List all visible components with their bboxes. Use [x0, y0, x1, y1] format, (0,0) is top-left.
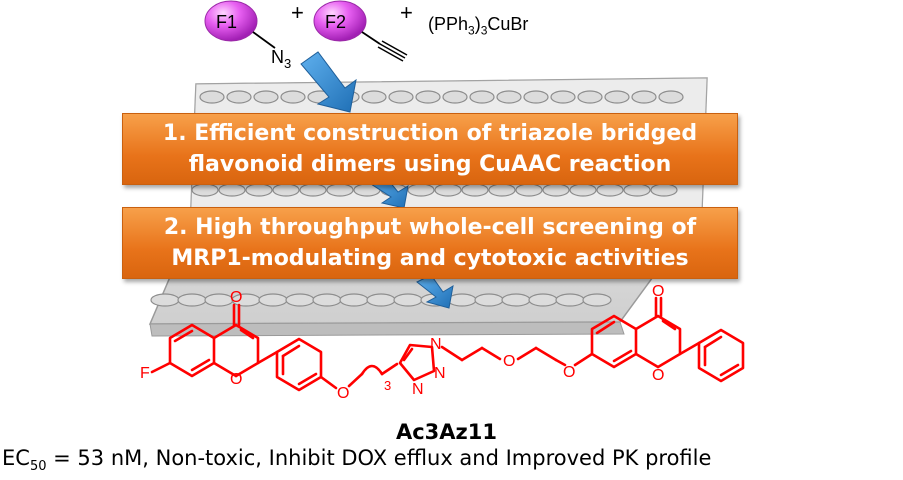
azide-group: N3 [271, 47, 291, 71]
plate-well [523, 90, 549, 104]
plate-well [199, 90, 225, 104]
plate-well [442, 90, 468, 104]
azide-bond [252, 31, 276, 49]
plate-well [388, 90, 414, 104]
atom-oxygen-right-ring: O [652, 367, 664, 384]
fragment-2-label: F2 [325, 12, 346, 32]
plus-sign-2: + [400, 0, 413, 25]
step-1-line-2: flavonoid dimers using CuAAC reaction [188, 152, 672, 177]
atom-nitrogen-2: N [434, 365, 446, 382]
plate-well [582, 293, 612, 307]
plate-well [415, 90, 441, 104]
left-c-ring [212, 323, 260, 378]
plus-sign-1: + [291, 0, 304, 25]
plate-well [604, 90, 630, 104]
step-1-line-1: 1. Efficient construction of triazole br… [162, 121, 698, 146]
alkyne-bond [361, 31, 381, 45]
plate-well [253, 90, 279, 104]
arrow-down-1 [300, 51, 357, 113]
activity-summary: EC50 = 53 nM, Non-toxic, Inhibit DOX eff… [2, 446, 712, 475]
compound-name: Ac3Az11 [395, 420, 497, 444]
plate-well [226, 90, 252, 104]
atom-fluorine: F [140, 365, 150, 382]
step-1-box: 1. Efficient construction of triazole br… [122, 113, 738, 185]
fragment-1-label: F1 [216, 12, 237, 32]
atom-oxygen-left-carbonyl: O [230, 289, 242, 306]
right-c-ring [634, 314, 682, 369]
plate-well [550, 90, 576, 104]
atom-oxygen-left-ring: O [230, 371, 242, 388]
right-a-ring [590, 314, 638, 369]
reactants-scheme: F1 N3 F2 [204, 0, 408, 71]
step-2-box: 2. High throughput whole-cell screening … [122, 207, 738, 279]
atom-oxygen-ether-3: O [563, 364, 575, 381]
plate-well [658, 90, 684, 104]
fragment-2-sphere [313, 0, 367, 42]
plate-well [631, 90, 657, 104]
atom-oxygen-ether-2: O [503, 353, 515, 370]
step-2-line-2: MRP1-modulating and cytotoxic activities [171, 246, 689, 271]
atom-oxygen-right-carbonyl: O [652, 283, 664, 300]
plate-well [469, 90, 495, 104]
triazole-ring [398, 343, 436, 382]
atom-oxygen-ether-1: O [337, 385, 349, 402]
step-2-line-1: 2. High throughput whole-cell screening … [163, 215, 697, 240]
plate-well [496, 90, 522, 104]
right-phenyl-ring [697, 328, 745, 383]
alkyne-triple-bond [377, 40, 408, 62]
copper-reagent: (PPh3)3CuBr [428, 14, 529, 38]
left-a-ring [168, 323, 216, 378]
plate-well [361, 90, 387, 104]
plate-well [577, 90, 603, 104]
chain-repeat-count: 3 [384, 378, 391, 393]
fragment-1-sphere [204, 0, 258, 42]
plate-well [280, 90, 306, 104]
atom-nitrogen-3: N [412, 381, 424, 398]
atom-nitrogen-1: N [430, 336, 442, 353]
